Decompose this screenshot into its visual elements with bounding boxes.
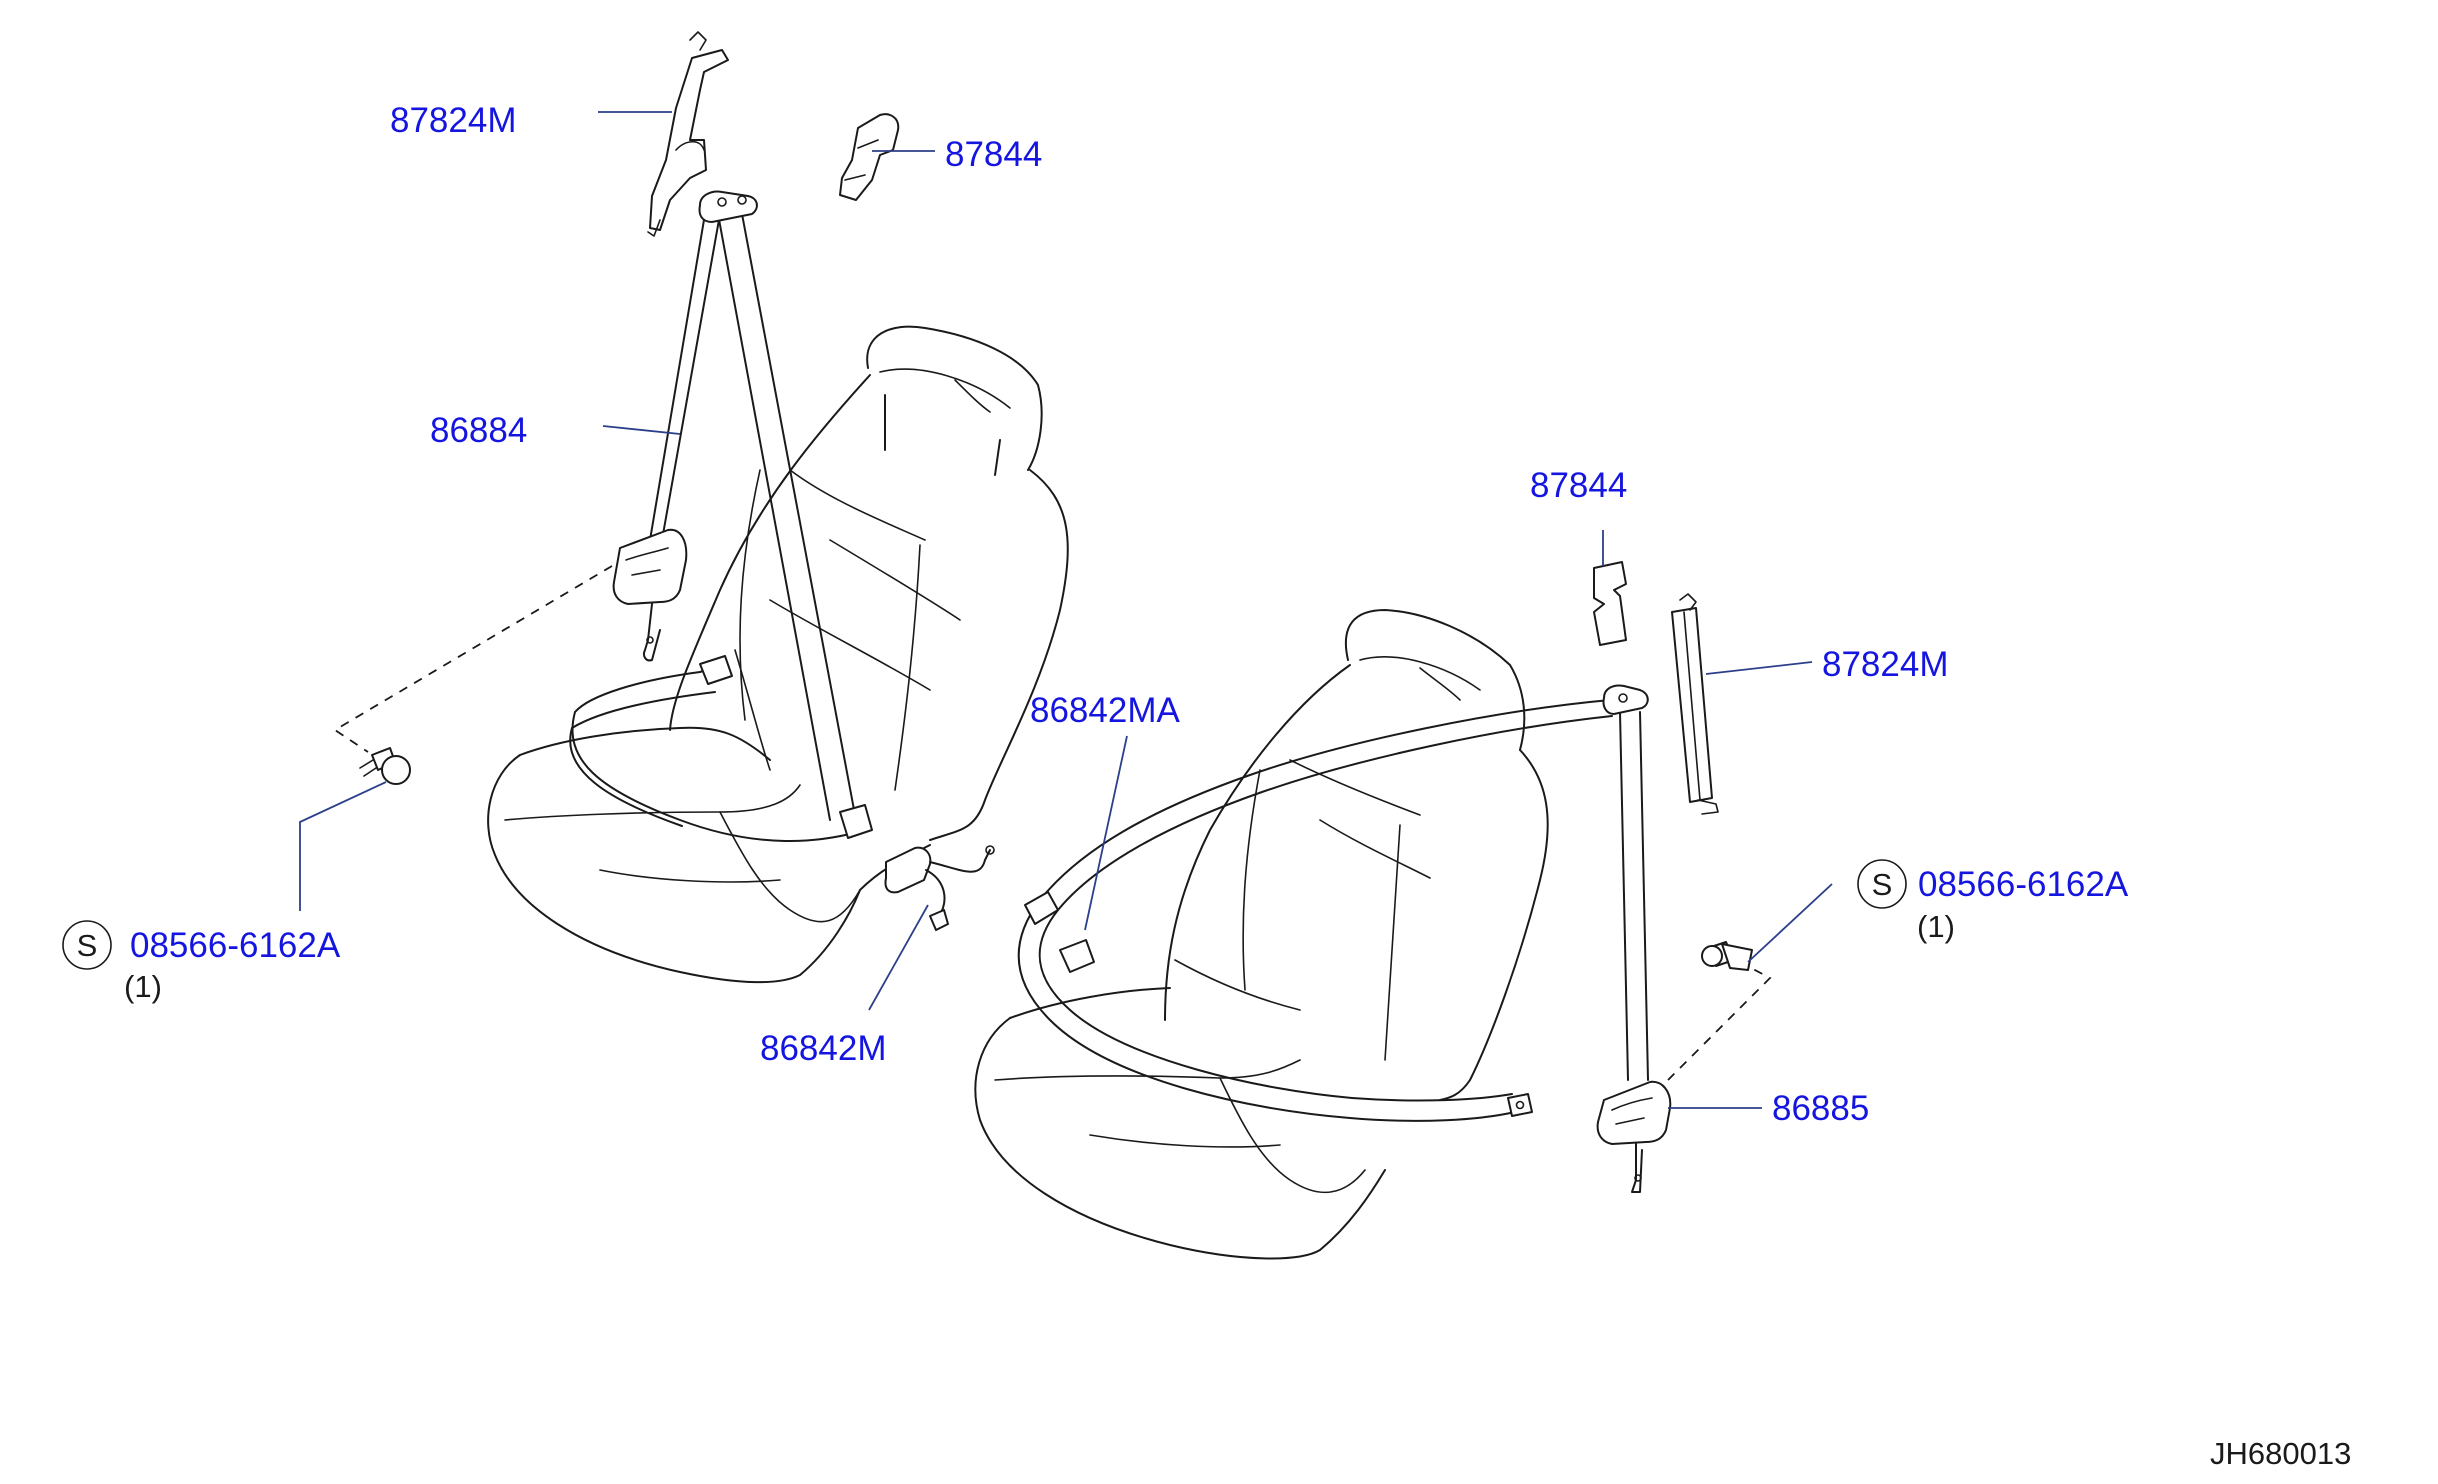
quantity-right: (1)	[1917, 909, 1955, 944]
symbol-letter-right: S	[1872, 867, 1893, 902]
part-label-87844-right[interactable]: 87844	[1530, 466, 1627, 505]
right-anchor-bolt	[1667, 941, 1772, 1081]
standard-part-symbol-right	[1857, 859, 1907, 909]
standard-part-symbol-left	[62, 920, 112, 970]
right-height-adjuster	[1671, 593, 1719, 815]
left-height-adjuster	[647, 31, 729, 237]
symbol-letter-left: S	[77, 928, 98, 963]
part-label-86842m[interactable]: 86842M	[760, 1029, 886, 1068]
leader-lines	[299, 111, 1833, 1109]
quantity-left: (1)	[124, 969, 162, 1004]
part-label-87824m-right[interactable]: 87824M	[1822, 645, 1948, 684]
right-cushion	[974, 1017, 1386, 1260]
part-labels: 87824M 87844 86884 87844 87824M 86842MA …	[62, 101, 2351, 1471]
left-upper-anchor	[698, 190, 758, 223]
right-headrest	[1344, 609, 1526, 751]
left-lap-belt	[574, 665, 719, 713]
part-label-86842ma[interactable]: 86842MA	[1030, 691, 1180, 730]
part-label-87824m-left[interactable]: 87824M	[390, 101, 516, 140]
right-anchor-cover	[1593, 561, 1627, 646]
part-label-08566-left[interactable]: 08566-6162A	[130, 926, 341, 965]
part-label-87844-left[interactable]: 87844	[945, 135, 1042, 174]
diagram-id: JH680013	[2210, 1436, 2351, 1471]
right-backrest	[1164, 664, 1351, 1021]
left-cushion	[487, 754, 931, 984]
left-headrest	[866, 325, 1043, 471]
left-anchor-bolt	[333, 565, 613, 785]
left-shoulder-belt	[717, 213, 856, 821]
right-shoulder-belt	[1619, 711, 1649, 1081]
left-anchor-cover	[839, 113, 900, 201]
left-seat	[487, 207, 1069, 984]
right-retractor	[1596, 1080, 1672, 1193]
part-label-86885[interactable]: 86885	[1772, 1089, 1869, 1128]
left-buckle	[884, 845, 995, 931]
part-label-08566-right[interactable]: 08566-6162A	[1918, 865, 2129, 904]
right-seat	[974, 609, 1649, 1260]
right-lap-belt	[1017, 699, 1611, 1122]
left-retractor	[612, 528, 688, 662]
part-label-86884[interactable]: 86884	[430, 411, 527, 450]
left-backrest	[669, 374, 871, 731]
